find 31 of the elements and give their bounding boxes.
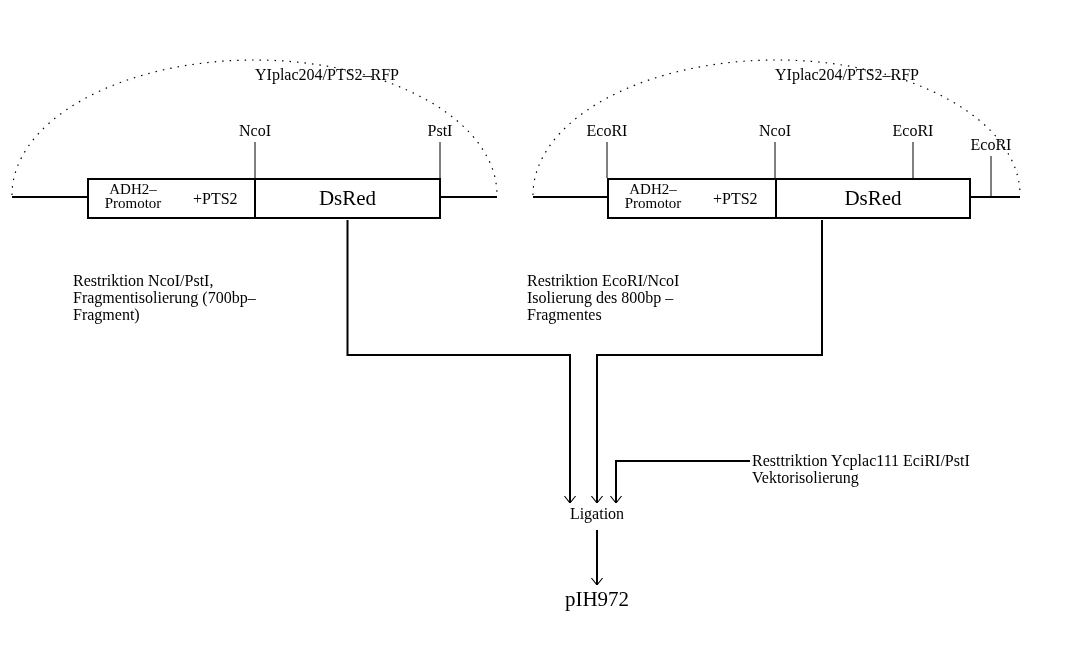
arrow	[609, 460, 751, 504]
step-note: Restriktion NcoI/PstI, Fragmentisolierung (700bp–Fragment)	[73, 272, 257, 323]
leader-line	[912, 141, 914, 179]
arrow	[590, 219, 823, 504]
product-label: pIH972	[560, 588, 634, 614]
plasmid-name: YIplac204/PTS2–RFP	[255, 66, 399, 83]
gene-element-label: +PTS2	[193, 190, 238, 207]
leader-line	[774, 141, 776, 179]
leader-line	[606, 141, 608, 179]
leader-line	[990, 155, 992, 197]
gene-element-label: ADH2– Promotor	[103, 182, 163, 210]
plasmid-name: YIplac204/PTS2–RFP	[775, 66, 919, 83]
gene-element-label: ADH2– Promotor	[623, 182, 683, 210]
step-note: Restriktion EcoRI/NcoI Isolierung des 800bp – Fragmentes	[527, 272, 681, 323]
restriction-site-label: EcoRI	[964, 136, 1018, 154]
gene-element-label: +PTS2	[713, 190, 758, 207]
promoter-segment	[607, 178, 777, 219]
restriction-site-label: NcoI	[750, 122, 800, 140]
restriction-site-label: PstI	[418, 122, 462, 140]
gene-segment: DsRed	[775, 178, 971, 219]
restriction-site-label: EcoRI	[886, 122, 940, 140]
restriction-site-label: EcoRI	[580, 122, 634, 140]
leader-line	[254, 141, 256, 179]
promoter-segment	[87, 178, 256, 219]
leader-line	[439, 141, 441, 179]
step-note: Resttriktion Ycplac111 EciRI/PstI Vektorisolierung	[752, 452, 1072, 488]
gene-segment: DsRed	[254, 178, 441, 219]
restriction-site-label: NcoI	[230, 122, 280, 140]
step-label: Ligation	[558, 505, 636, 527]
arrow	[346, 219, 577, 504]
arrow	[590, 529, 604, 586]
